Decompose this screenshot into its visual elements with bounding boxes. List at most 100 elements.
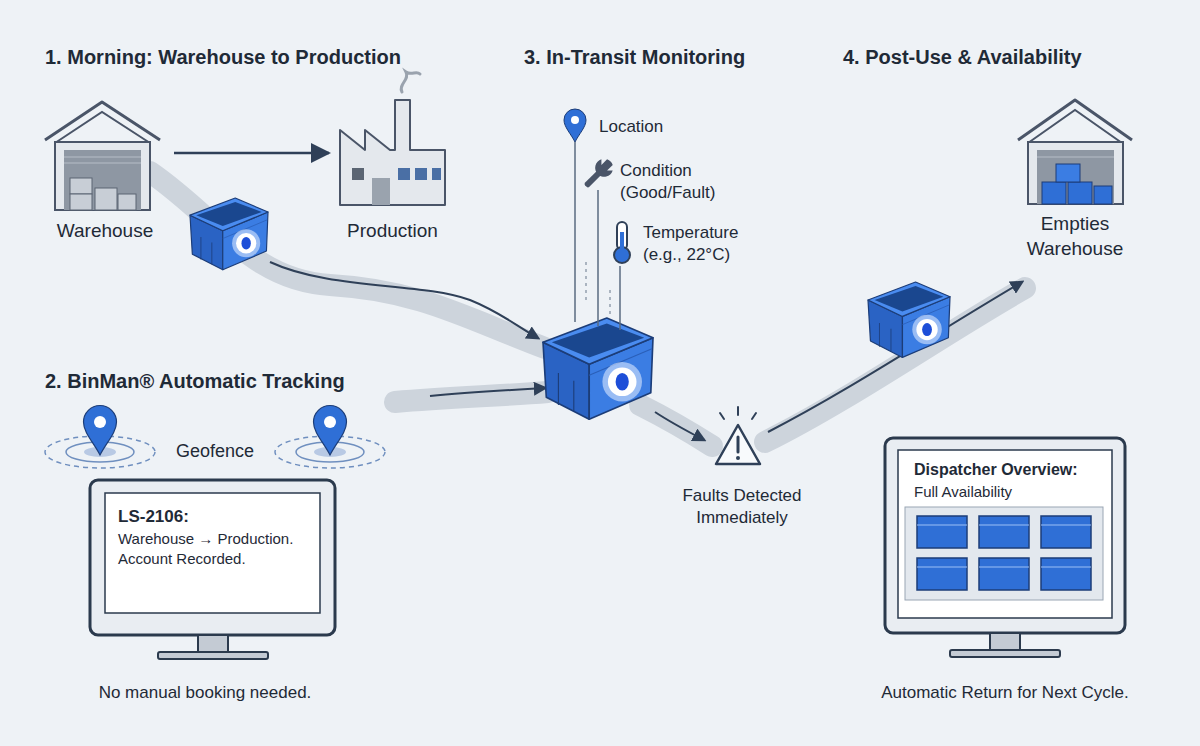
monitoring-leader — [575, 142, 620, 330]
shape-path — [655, 412, 704, 440]
shape-line — [597, 190, 599, 326]
shape-g — [84, 406, 117, 456]
geofence-symbol — [45, 406, 385, 469]
shape-rect — [90, 480, 335, 635]
shape-rect — [885, 438, 1125, 633]
node-body: Full Availability — [914, 482, 1109, 502]
bin — [190, 198, 268, 270]
monitor — [90, 480, 335, 659]
factory-icon — [340, 72, 445, 205]
shape-rect — [118, 194, 136, 210]
shape-line — [979, 524, 1029, 525]
empties-warehouse-node: Empties Warehouse — [1010, 95, 1140, 260]
caption-note: No manual booking needed. — [60, 682, 350, 704]
shape-line — [1041, 566, 1091, 567]
caption-note: Automatic Return for Next Cycle. — [850, 682, 1160, 704]
shape-path — [314, 406, 347, 456]
node-text: Dispatcher Overview: — [914, 460, 1109, 481]
availability-grid — [917, 516, 1091, 590]
shape-polyline — [1028, 110, 1122, 143]
grid-bin-rib — [917, 525, 1091, 567]
shape-line — [619, 266, 621, 330]
empties-warehouse-icon — [1018, 100, 1132, 204]
shape-line — [1037, 156, 1114, 158]
warehouse-icon — [45, 102, 160, 210]
node-text: Empties Warehouse — [1020, 212, 1130, 261]
shape-polyline — [55, 112, 150, 143]
shape-path — [84, 406, 117, 456]
shape-line — [737, 437, 740, 452]
shape-rect — [898, 450, 1112, 618]
node-text: Warehouse — [40, 219, 170, 244]
shape-line — [585, 262, 587, 300]
shape-rect — [1056, 164, 1080, 182]
shape-line — [752, 413, 756, 419]
warehouse-node: Warehouse — [40, 98, 170, 248]
shape-line — [64, 162, 141, 164]
shape-rect — [1028, 142, 1123, 204]
shape-line — [917, 524, 967, 525]
shape-rect — [198, 635, 228, 652]
shape-circle — [324, 416, 336, 428]
node-body: Warehouse → Production. Account Recorded… — [118, 529, 316, 568]
shape-rect — [70, 194, 92, 210]
shape-path — [340, 100, 445, 205]
shape-line — [720, 413, 724, 419]
shape-rect — [64, 150, 141, 210]
shape-rect — [95, 188, 117, 210]
flow-band — [150, 172, 1025, 446]
monitor-screen: LS-2106:Warehouse → Production. Account … — [105, 493, 320, 613]
shape-line — [917, 566, 967, 567]
shape-rect — [372, 178, 390, 205]
shape-rect — [415, 168, 427, 180]
shape-rect — [917, 516, 967, 548]
shape-rect — [158, 652, 268, 659]
geofence-label: Geofence — [155, 440, 275, 463]
flow-line — [270, 262, 1022, 440]
shape-path — [270, 262, 538, 338]
shape-path — [564, 109, 586, 142]
shape-rect — [352, 168, 364, 180]
section-heading: 4. Post-Use & Availability — [843, 44, 1183, 70]
shape-rect — [905, 507, 1103, 600]
shape-path — [430, 388, 545, 396]
monitor — [885, 438, 1125, 657]
shape-rect — [1037, 150, 1114, 204]
shape-rect — [1042, 182, 1066, 204]
monitor-screen: Dispatcher Overview:Full Availability — [898, 450, 1112, 618]
shape-polygon — [716, 425, 760, 464]
shape-path — [768, 282, 1022, 432]
shape-line — [64, 156, 141, 158]
monitoring-label: Temperature (e.g., 22°C) — [643, 222, 761, 266]
monitoring-label: Condition (Good/Fault) — [620, 160, 738, 204]
shape-rect — [979, 558, 1029, 590]
shape-rect — [979, 516, 1029, 548]
wrench-icon — [579, 155, 616, 192]
node-text: LS-2106: — [118, 506, 313, 528]
monitoring-label: Location — [599, 116, 739, 138]
shape-rect — [1041, 516, 1091, 548]
production-node: Production — [335, 95, 450, 248]
node-text: Production — [335, 219, 450, 244]
shape-rect — [105, 493, 320, 613]
bin — [543, 318, 653, 419]
shape-circle — [94, 416, 106, 428]
shape-polyline — [45, 102, 160, 140]
shape-rect — [950, 650, 1060, 657]
shape-line — [737, 407, 739, 415]
shape-line — [574, 142, 576, 322]
shape-circle — [736, 456, 740, 460]
shape-rect — [620, 232, 624, 252]
shape-line — [1041, 524, 1091, 525]
location-pin — [564, 109, 586, 142]
section-heading: 3. In-Transit Monitoring — [524, 44, 824, 70]
shape-circle — [571, 116, 579, 124]
shape-rect — [990, 633, 1020, 650]
section-heading: 1. Morning: Warehouse to Production — [45, 44, 505, 70]
thermometer-icon — [614, 222, 630, 263]
shape-g — [314, 406, 347, 456]
shape-path — [640, 405, 712, 446]
shape-line — [979, 566, 1029, 567]
shape-rect — [398, 168, 410, 180]
